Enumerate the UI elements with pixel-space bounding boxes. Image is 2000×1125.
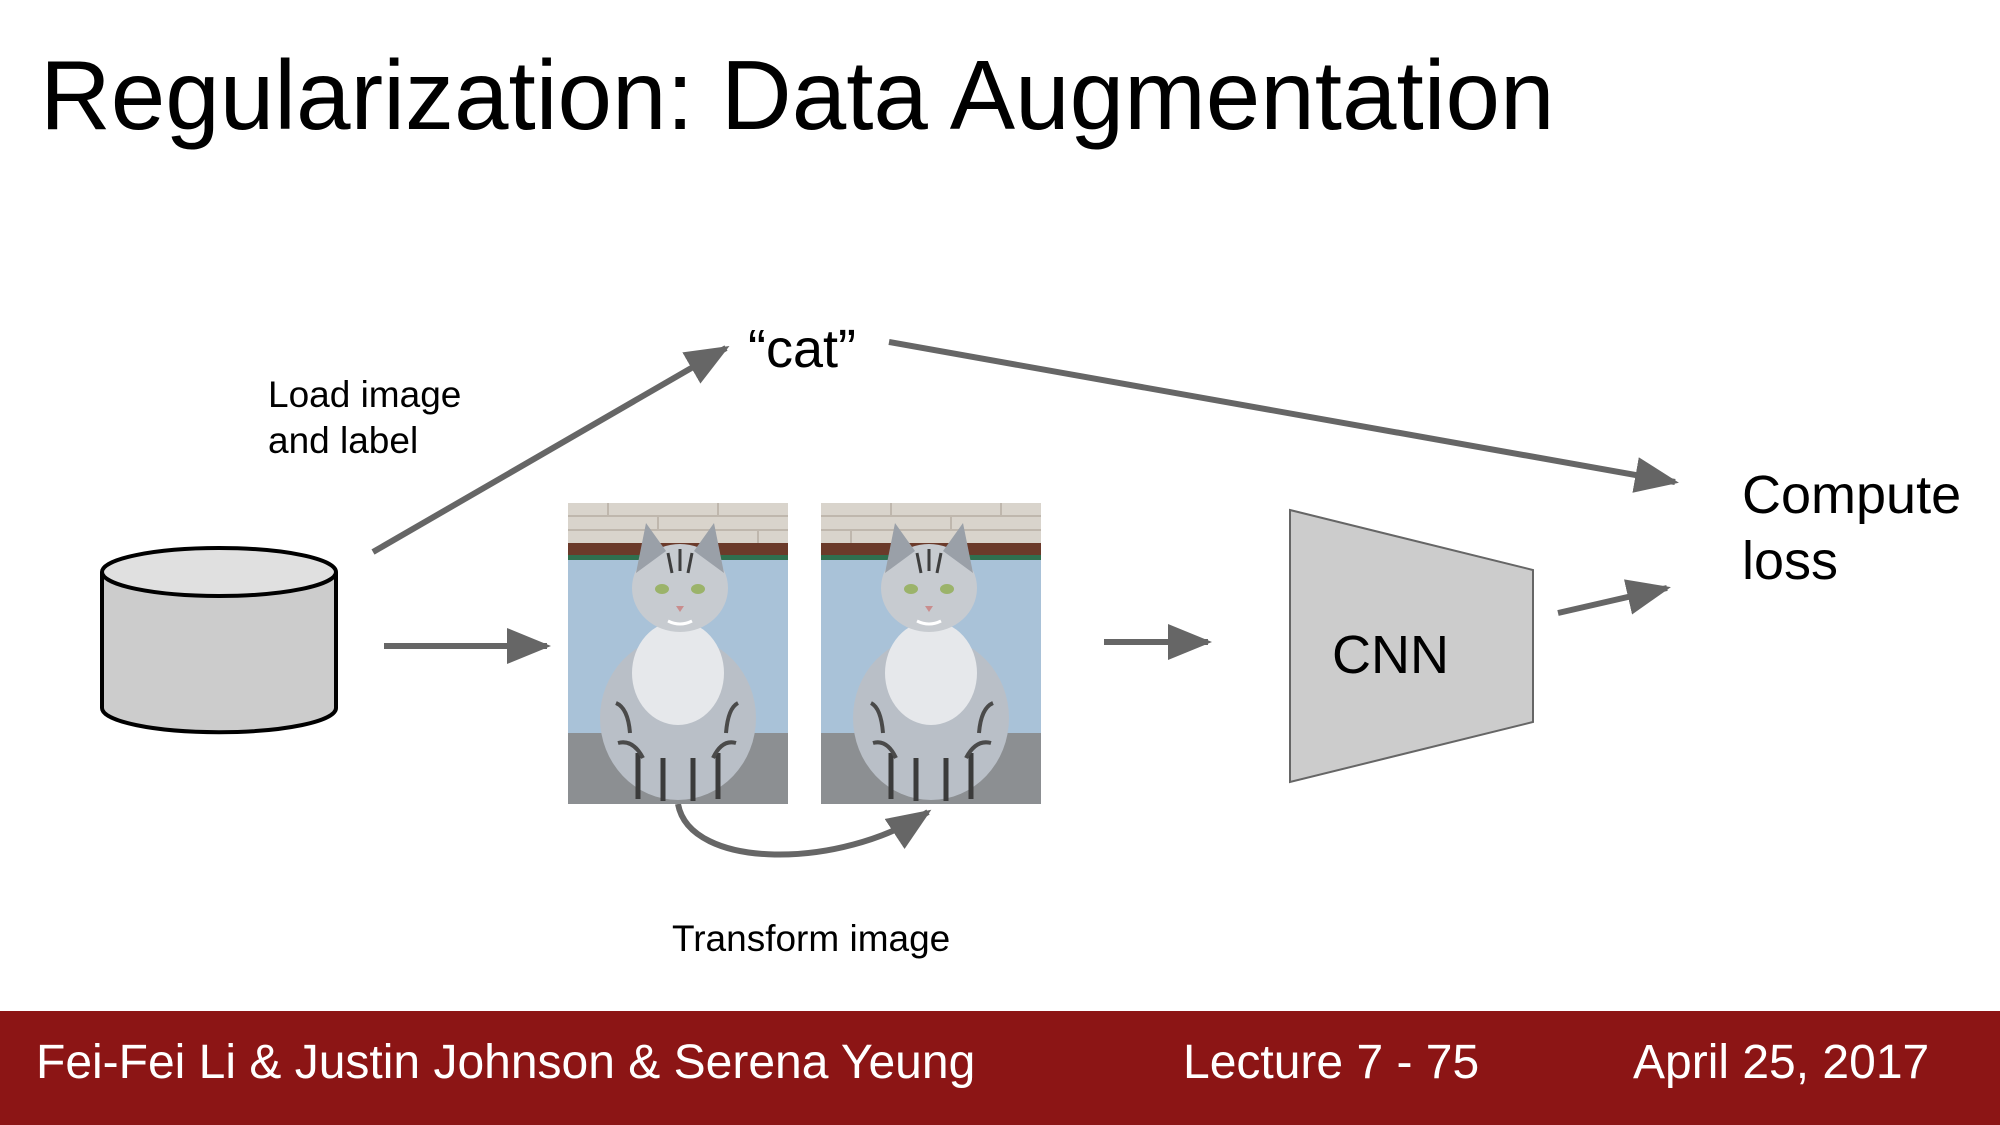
transform-curved-arrow xyxy=(675,803,932,858)
cnn-to-loss-arrow xyxy=(1557,579,1671,616)
slide-footer: Fei-Fei Li & Justin Johnson & Serena Yeu… xyxy=(0,1011,2000,1125)
footer-lecture-number: Lecture 7 - 75 xyxy=(1183,1036,1480,1089)
load-image-label: Load image and label xyxy=(268,374,462,461)
label-to-loss-arrow xyxy=(888,339,1679,493)
compute-loss-label: Compute loss xyxy=(1742,465,1962,591)
cnn-label: CNN xyxy=(1332,625,1449,685)
footer-date: April 25, 2017 xyxy=(1633,1036,1930,1089)
cat-image-flipped xyxy=(821,503,1041,804)
load-arrow xyxy=(371,345,730,555)
transform-image-label: Transform image xyxy=(672,918,951,959)
cnn-block xyxy=(1289,508,1534,784)
footer-authors: Fei-Fei Li & Justin Johnson & Serena Yeu… xyxy=(36,1036,976,1089)
class-label-text: “cat” xyxy=(748,319,856,379)
slide-title: Regularization: Data Augmentation xyxy=(40,40,1555,150)
cat-image-original xyxy=(568,503,788,804)
augmentation-diagram xyxy=(100,339,1679,858)
dataset-cylinder-icon xyxy=(100,546,338,735)
